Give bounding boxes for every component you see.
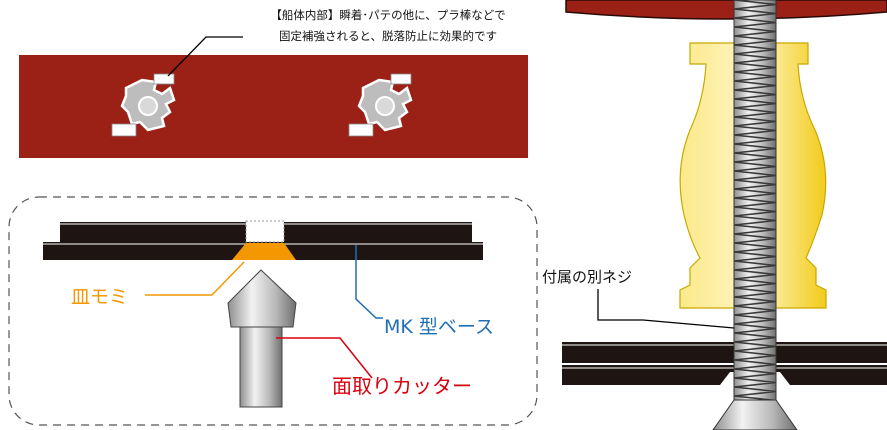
countersink-detail: 皿モミ MK 型ベース 面取りカッター: [8, 196, 538, 426]
mk-base-label: MK 型ベース: [384, 316, 494, 338]
pillar-assembly: 付属の別ネジ: [542, 0, 887, 430]
note-leader-line: [167, 36, 243, 77]
hull-note-line1: 【船体内部】瞬着･パテの他に、プラ棒などで: [270, 8, 505, 22]
hull-top: [565, 0, 887, 20]
countersink-recess-shape: [232, 243, 296, 260]
thread-lines: [733, 0, 777, 406]
countersink-leader: [145, 261, 245, 296]
cutter-leader: [276, 337, 373, 379]
hull-red-plate: [19, 55, 528, 158]
base-plate-upper: [562, 342, 887, 363]
screw-leader: [597, 289, 735, 329]
screw-threads: [733, 0, 777, 406]
hull-note-line2: 固定補強されると、脱落防止に効果的です: [279, 29, 497, 43]
t-nut-icon: [111, 73, 176, 137]
hull-interior-panel: 【船体内部】瞬着･パテの他に、プラ棒などで 固定補強されると、脱落防止に効果的で…: [19, 8, 528, 158]
base-plate-lower: [562, 365, 887, 385]
mk-base-leader: [355, 245, 383, 319]
cutter-label: 面取りカッター: [332, 374, 472, 398]
screw-head: [712, 399, 798, 430]
screw-hole: [245, 220, 285, 243]
chamfer-cutter-tool: [227, 269, 297, 408]
t-nut-icon: [348, 73, 413, 137]
screw-label: 付属の別ネジ: [542, 268, 632, 286]
countersink-label: 皿モミ: [71, 286, 128, 308]
